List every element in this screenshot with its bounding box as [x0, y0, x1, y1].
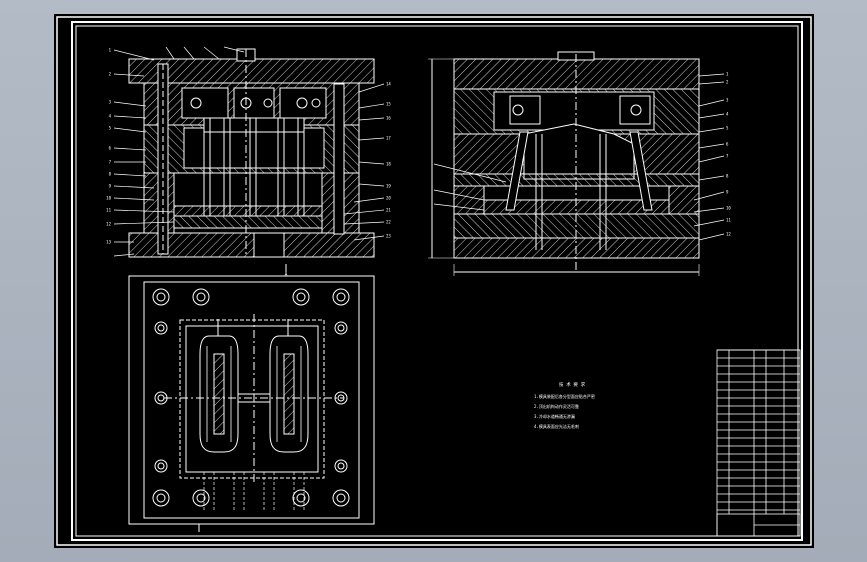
part-label: 3 — [109, 100, 112, 105]
part-label: 12 — [726, 232, 731, 237]
part-label: 22 — [386, 220, 391, 225]
part-label: 18 — [386, 162, 391, 167]
part-label: 9 — [109, 184, 112, 189]
technical-requirements: 技 术 要 求 1.模具装配后各分型面应贴合严密 2.顶出机构动作灵活可靠 3.… — [534, 381, 595, 429]
part-label: 4 — [726, 112, 729, 117]
part-label: 15 — [386, 102, 391, 107]
drawing-frame — [56, 16, 812, 546]
title-block — [716, 349, 801, 537]
part-label: 16 — [386, 116, 391, 121]
part-label: 10 — [106, 196, 111, 201]
part-label: 8 — [726, 174, 729, 179]
part-label: 21 — [386, 208, 391, 213]
part-label: 4 — [109, 114, 112, 119]
part-label: 5 — [726, 126, 729, 131]
main-section-view — [113, 46, 385, 272]
part-label: 13 — [106, 240, 111, 245]
part-label: 7 — [109, 160, 112, 165]
part-label: 12 — [106, 222, 111, 227]
part-label: 2 — [726, 80, 729, 85]
tech-req-line: 1.模具装配后各分型面应贴合严密 — [534, 393, 595, 399]
section-marker: A — [284, 272, 287, 278]
part-label: 2 — [109, 72, 112, 77]
part-label: 1 — [109, 48, 112, 53]
tech-req-line: 4.模具表面应光洁无毛刺 — [534, 423, 579, 429]
part-label: 3 — [726, 98, 729, 103]
part-label: 5 — [109, 126, 112, 131]
part-label: 8 — [109, 172, 112, 177]
part-label: 7 — [726, 154, 729, 159]
part-label: 9 — [726, 190, 729, 195]
plan-view — [128, 275, 375, 532]
part-label: 10 — [726, 206, 731, 211]
tech-req-line: 3.冷却水道畅通无渗漏 — [534, 413, 575, 419]
part-label: 6 — [109, 146, 112, 151]
side-section-view — [428, 51, 725, 276]
part-label: 6 — [726, 142, 729, 147]
part-label: 17 — [386, 136, 391, 141]
part-label: 20 — [386, 196, 391, 201]
part-label: 11 — [106, 208, 111, 213]
part-label: 14 — [386, 82, 391, 87]
part-label: 23 — [386, 234, 391, 239]
tech-req-line: 2.顶出机构动作灵活可靠 — [534, 403, 579, 409]
part-label: 11 — [726, 218, 731, 223]
part-label: 19 — [386, 184, 391, 189]
tech-req-title: 技 术 要 求 — [559, 381, 586, 388]
part-label: 1 — [726, 72, 729, 77]
